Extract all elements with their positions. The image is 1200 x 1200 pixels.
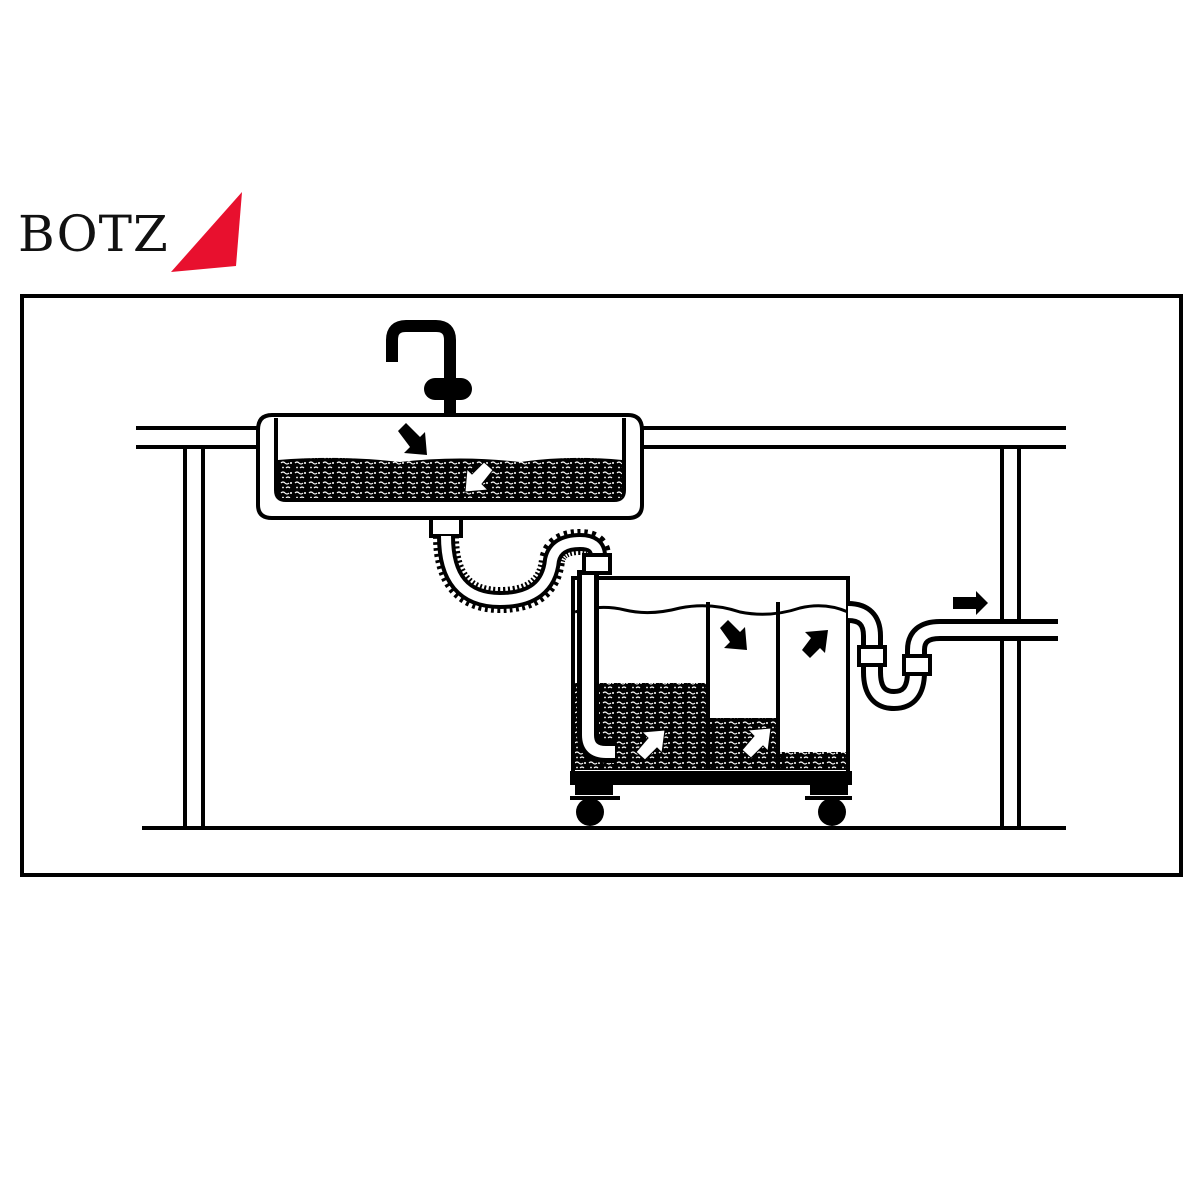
logo-text: BOTZ	[18, 205, 169, 263]
diagram-frame	[20, 294, 1183, 877]
arrow-outlet-icon	[953, 591, 988, 615]
botz-logo: BOTZ	[18, 190, 248, 275]
logo-triangle-icon	[171, 192, 242, 272]
wheeled-cart	[570, 771, 852, 826]
counter-legs	[183, 447, 1021, 828]
arrow-tank-2-down-icon	[720, 620, 747, 650]
arrow-tank-2-up-icon	[741, 727, 772, 759]
arrow-tank-1-icon	[635, 729, 666, 761]
arrow-tank-3-icon	[802, 630, 828, 658]
arrow-sink-out-icon	[464, 461, 494, 493]
corrugated-drain-hose	[433, 528, 611, 614]
p-trap	[847, 601, 1058, 712]
separator-tank	[571, 553, 850, 775]
counter-top	[136, 426, 1066, 449]
faucet-icon	[386, 320, 472, 415]
sink-basin	[256, 413, 644, 520]
sink-drain-fitting	[429, 516, 463, 538]
arrow-sink-in-icon	[398, 423, 427, 455]
